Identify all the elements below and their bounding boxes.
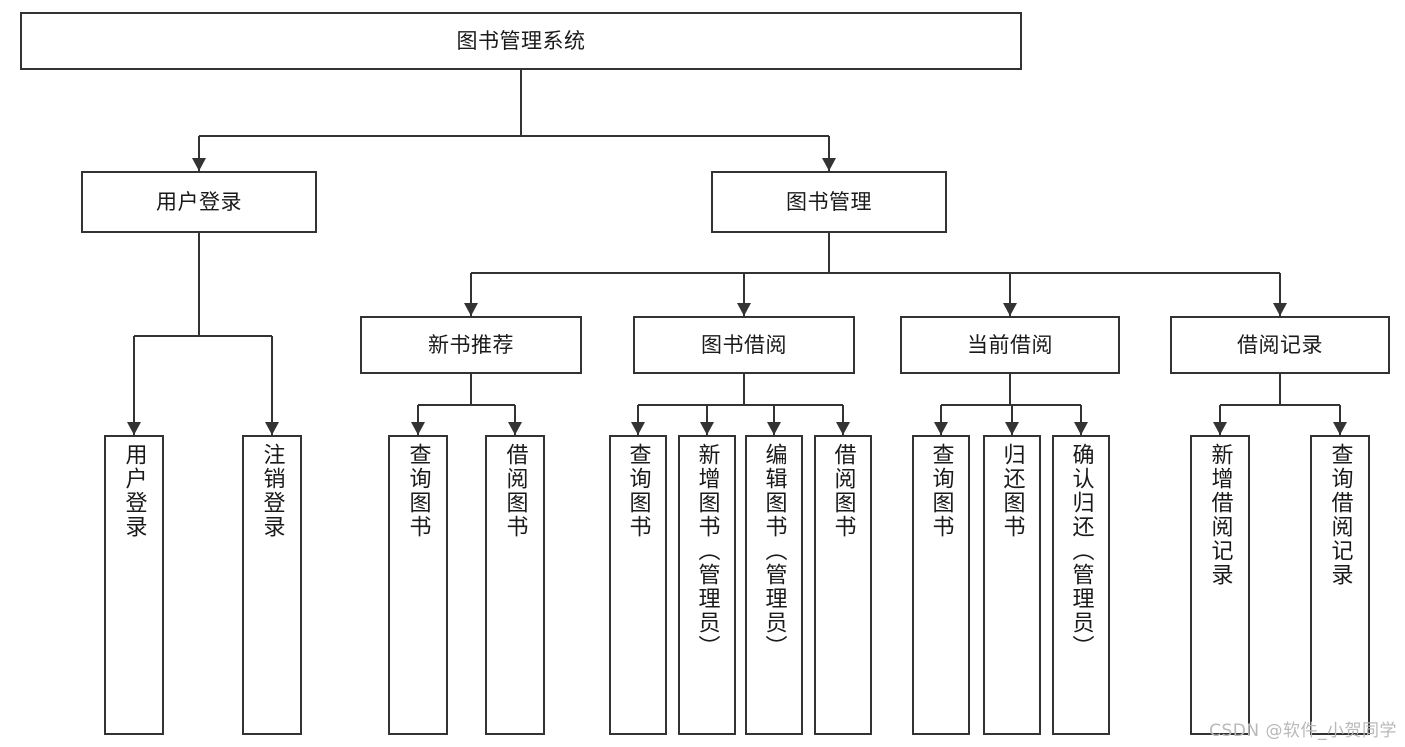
arrowhead-leaf-user-logout	[265, 422, 279, 435]
node-root[interactable]: 图书管理系统	[20, 12, 1022, 70]
csdn-watermark: CSDN @软件_小贺同学	[1209, 721, 1397, 741]
node-label: 用户登录	[156, 189, 242, 214]
arrowhead-l3-new-book-rec	[464, 303, 478, 316]
node-label: 注销登录	[259, 443, 285, 539]
node-label: 查询图书	[928, 443, 954, 539]
node-leaf-cur-query-book[interactable]: 查询图书	[912, 435, 970, 735]
node-l3-book-borrow[interactable]: 图书借阅	[633, 316, 855, 374]
node-label: 确认归还（管理员）	[1068, 443, 1094, 659]
arrowhead-leaf-borrow-edit-book	[767, 422, 781, 435]
arrowhead-leaf-user-login	[127, 422, 141, 435]
node-label: 借阅图书	[502, 443, 528, 539]
node-l3-current-borrow[interactable]: 当前借阅	[900, 316, 1120, 374]
arrowhead-l3-current-borrow	[1003, 303, 1017, 316]
node-l2-user-login[interactable]: 用户登录	[81, 171, 317, 233]
node-label: 新书推荐	[428, 332, 514, 357]
node-leaf-rec-query-record[interactable]: 查询借阅记录	[1310, 435, 1370, 735]
node-leaf-user-logout[interactable]: 注销登录	[242, 435, 302, 735]
node-label: 新增图书（管理员）	[694, 443, 720, 659]
arrowhead-l2-user-login	[192, 158, 206, 171]
node-l2-book-manage[interactable]: 图书管理	[711, 171, 947, 233]
arrowhead-l3-borrow-record	[1273, 303, 1287, 316]
arrowhead-leaf-rec-borrow-book	[508, 422, 522, 435]
node-label: 图书借阅	[701, 332, 787, 357]
node-leaf-cur-confirm-return[interactable]: 确认归还（管理员）	[1052, 435, 1110, 735]
arrowhead-leaf-rec-add-record	[1213, 422, 1227, 435]
node-l3-borrow-record[interactable]: 借阅记录	[1170, 316, 1390, 374]
arrowhead-leaf-borrow-borrow-book	[836, 422, 850, 435]
arrowhead-leaf-cur-return-book	[1005, 422, 1019, 435]
node-leaf-borrow-add-book[interactable]: 新增图书（管理员）	[678, 435, 736, 735]
node-leaf-borrow-edit-book[interactable]: 编辑图书（管理员）	[745, 435, 803, 735]
node-leaf-borrow-query-book[interactable]: 查询图书	[609, 435, 667, 735]
arrowhead-leaf-borrow-add-book	[700, 422, 714, 435]
arrowhead-leaf-rec-query-record	[1333, 422, 1347, 435]
node-l3-new-book-rec[interactable]: 新书推荐	[360, 316, 582, 374]
node-label: 查询借阅记录	[1327, 443, 1353, 587]
node-leaf-rec-query-book[interactable]: 查询图书	[388, 435, 448, 735]
node-label: 借阅记录	[1237, 332, 1323, 357]
node-label: 查询图书	[625, 443, 651, 539]
node-label: 图书管理	[786, 189, 872, 214]
arrowhead-leaf-rec-query-book	[411, 422, 425, 435]
node-leaf-cur-return-book[interactable]: 归还图书	[983, 435, 1041, 735]
arrowhead-leaf-borrow-query-book	[631, 422, 645, 435]
arrowhead-leaf-cur-confirm-return	[1074, 422, 1088, 435]
node-label: 借阅图书	[830, 443, 856, 539]
arrowhead-leaf-cur-query-book	[934, 422, 948, 435]
node-label: 归还图书	[999, 443, 1025, 539]
node-leaf-borrow-borrow-book[interactable]: 借阅图书	[814, 435, 872, 735]
arrowhead-l3-book-borrow	[737, 303, 751, 316]
node-label: 查询图书	[405, 443, 431, 539]
node-label: 新增借阅记录	[1207, 443, 1233, 587]
node-leaf-user-login[interactable]: 用户登录	[104, 435, 164, 735]
node-label: 当前借阅	[967, 332, 1053, 357]
arrowhead-l2-book-manage	[822, 158, 836, 171]
node-label: 用户登录	[121, 443, 147, 539]
node-leaf-rec-add-record[interactable]: 新增借阅记录	[1190, 435, 1250, 735]
node-label: 图书管理系统	[456, 28, 586, 53]
node-leaf-rec-borrow-book[interactable]: 借阅图书	[485, 435, 545, 735]
node-label: 编辑图书（管理员）	[761, 443, 787, 659]
